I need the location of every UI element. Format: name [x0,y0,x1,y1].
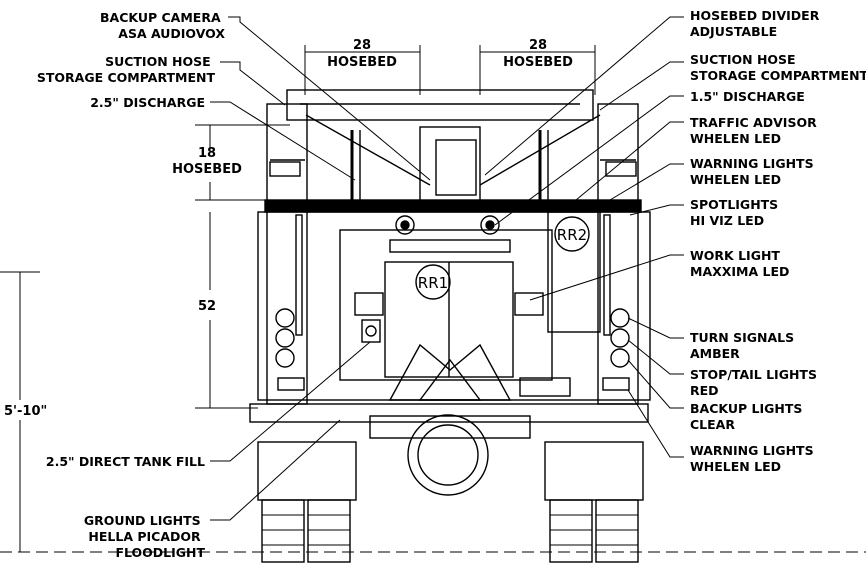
hosebed-side-caption: HOSEBED [172,162,242,177]
label-suction-hose-right: SUCTION HOSE STORAGE COMPARTMENT [690,52,866,83]
label-direct-tank-fill: 2.5" DIRECT TANK FILL [46,454,205,469]
right-callout-labels: HOSEBED DIVIDER ADJUSTABLE SUCTION HOSE … [690,8,866,474]
hosebed-right-width: 28 [529,38,547,53]
label-work-light: WORK LIGHT MAXXIMA LED [690,248,789,279]
label-warning-lights-lower: WARNING LIGHTS WHELEN LED [690,443,818,474]
label-stop-tail: STOP/TAIL LIGHTS RED [690,367,821,398]
label-discharge-15: 1.5" DISCHARGE [690,89,805,104]
truck-body [0,89,866,563]
hosebed-right-caption: HOSEBED [503,55,573,70]
label-suction-hose-left: SUCTION HOSE STORAGE COMPARTMENT [37,54,216,85]
label-discharge-25: 2.5" DISCHARGE [90,95,205,110]
hosebed-left-width: 28 [353,38,371,53]
label-turn-signals: TURN SIGNALS AMBER [690,330,799,361]
rr1-marker [415,264,451,300]
hosebed-side-height: 18 [198,146,216,161]
label-warning-lights-upper: WARNING LIGHTS WHELEN LED [690,156,818,187]
dimension-lines [0,45,596,552]
rr2-marker [554,216,590,252]
body-height-dimension: 52 [198,299,216,314]
label-backup-lights: BACKUP LIGHTS CLEAR [690,401,807,432]
hosebed-left-caption: HOSEBED [327,55,397,70]
left-callout-labels: BACKUP CAMERA ASA AUDIOVOX SUCTION HOSE … [37,10,225,560]
callout-leaders [210,16,684,521]
label-backup-camera: BACKUP CAMERA ASA AUDIOVOX [100,10,225,41]
rr2-label: RR2 [557,226,587,244]
label-traffic-advisor: TRAFFIC ADVISOR WHELEN LED [690,115,821,146]
rr1-label: RR1 [418,274,448,292]
overall-height-dimension: 5'-10" [4,404,47,419]
label-spotlights: SPOTLIGHTS HI VIZ LED [690,197,783,228]
label-ground-lights: GROUND LIGHTS HELLA PICADOR FLOODLIGHT [84,513,206,560]
label-hosebed-divider: HOSEBED DIVIDER ADJUSTABLE [690,8,824,39]
